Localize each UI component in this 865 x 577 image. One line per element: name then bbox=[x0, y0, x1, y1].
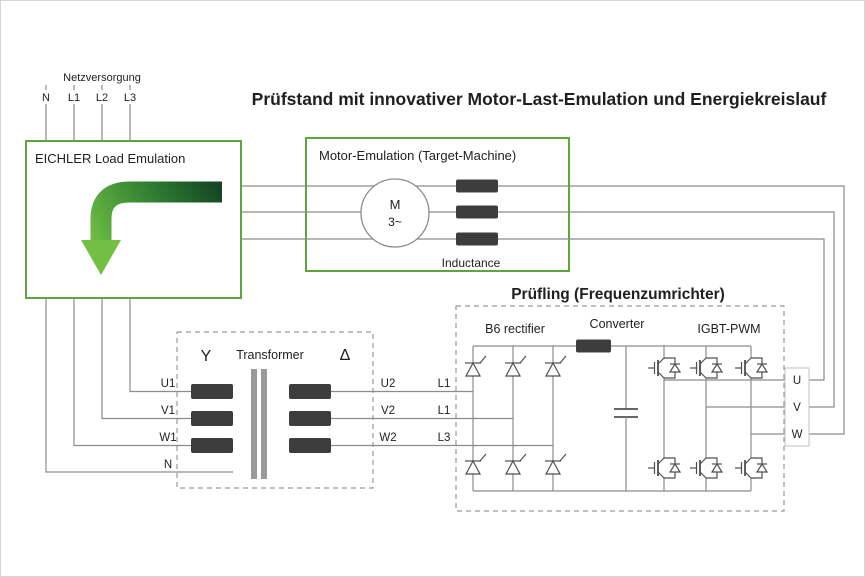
line-label-3: L3 bbox=[438, 432, 451, 444]
thyristor-icon bbox=[464, 453, 487, 475]
secondary-terminal-v2: V2 bbox=[381, 405, 395, 417]
secondary-wires bbox=[331, 390, 553, 447]
motor-emulation-box bbox=[305, 137, 570, 272]
frequency-converter-title: Prüfling (Frequenzumrichter) bbox=[511, 286, 725, 303]
rectifier-label: B6 rectifier bbox=[485, 322, 545, 336]
delta-symbol: Δ bbox=[340, 347, 351, 364]
motor-symbol-icon bbox=[360, 178, 430, 248]
motor-phases: 3~ bbox=[388, 215, 402, 229]
secondary-terminal-w2: W2 bbox=[379, 432, 396, 444]
inductor-icon bbox=[456, 179, 498, 193]
load-emulation-unit: EICHLER Load Emulation bbox=[25, 140, 242, 299]
primary-terminal-n: N bbox=[164, 459, 172, 471]
transformer-label: Transformer bbox=[236, 348, 304, 362]
inverter-igbts bbox=[647, 357, 768, 479]
mains-label: Netzversorgung bbox=[63, 72, 141, 84]
inductor-icon bbox=[456, 232, 498, 246]
load-emulation-label: EICHLER Load Emulation bbox=[35, 151, 185, 166]
output-terminal-block: U V W bbox=[784, 367, 810, 447]
winding-icon bbox=[191, 438, 233, 453]
terminal-label-l2: L2 bbox=[96, 92, 108, 104]
output-terminal-v: V bbox=[793, 402, 801, 414]
primary-windings bbox=[191, 384, 233, 453]
igbt-icon bbox=[647, 457, 681, 479]
primary-terminal-u1: U1 bbox=[161, 378, 176, 390]
terminal-label-l1: L1 bbox=[68, 92, 80, 104]
inverter-legs bbox=[663, 346, 752, 491]
igbt-icon bbox=[689, 457, 723, 479]
page-title: Prüfstand mit innovativer Motor-Last-Emu… bbox=[252, 89, 827, 109]
core-bar-icon bbox=[261, 369, 267, 479]
line-label-1: L1 bbox=[438, 378, 451, 390]
dc-link-capacitor bbox=[614, 346, 638, 491]
winding-icon bbox=[289, 384, 331, 399]
mains-supply: Netzversorgung N L1 L2 L3 bbox=[42, 72, 141, 141]
thyristor-icon bbox=[504, 355, 527, 377]
thyristor-icon bbox=[504, 453, 527, 475]
winding-icon bbox=[289, 438, 331, 453]
winding-icon bbox=[191, 411, 233, 426]
output-terminal-u: U bbox=[793, 375, 801, 387]
line-label-2: L1 bbox=[438, 405, 451, 417]
energy-loop-wires bbox=[498, 185, 845, 435]
core-bar-icon bbox=[251, 369, 257, 479]
frequency-converter-unit: Prüfling (Frequenzumrichter) B6 rectifie… bbox=[455, 286, 785, 512]
inductor-bank bbox=[456, 179, 498, 246]
transformer-section: Y Transformer Δ U1 V1 W1 N U2 V2 W2 L1 L… bbox=[159, 331, 553, 489]
igbt-icon bbox=[689, 357, 723, 379]
primary-terminal-w1: W1 bbox=[159, 432, 176, 444]
inverter-output-wires bbox=[664, 379, 785, 435]
secondary-terminal-u2: U2 bbox=[381, 378, 396, 390]
wye-symbol: Y bbox=[201, 348, 212, 365]
igbt-icon bbox=[734, 357, 768, 379]
thyristor-icon bbox=[544, 453, 567, 475]
feeder-wires bbox=[45, 298, 233, 473]
mains-drop-wires bbox=[45, 104, 131, 141]
thyristor-icon bbox=[464, 355, 487, 377]
load-emulation-box bbox=[25, 140, 242, 299]
terminal-label-l3: L3 bbox=[124, 92, 136, 104]
mains-terminal-stubs bbox=[45, 85, 131, 90]
winding-icon bbox=[191, 384, 233, 399]
rectifier-diodes bbox=[464, 355, 567, 475]
motor-emulation-unit: Motor-Emulation (Target-Machine) M 3~ In… bbox=[241, 137, 570, 272]
inductor-icon bbox=[456, 205, 498, 219]
converter-label: Converter bbox=[590, 317, 645, 331]
motor-letter: M bbox=[390, 197, 401, 212]
dc-bus bbox=[473, 345, 751, 492]
transformer-box bbox=[176, 331, 374, 489]
terminal-label-n: N bbox=[42, 92, 50, 104]
inductance-label: Inductance bbox=[442, 256, 501, 270]
output-terminal-w: W bbox=[792, 429, 803, 441]
winding-icon bbox=[289, 411, 331, 426]
secondary-windings bbox=[289, 384, 331, 453]
energy-recirculation-arrow bbox=[90, 181, 222, 242]
thyristor-icon bbox=[544, 355, 567, 377]
energy-recirculation-arrowhead-icon bbox=[81, 240, 121, 275]
igbt-icon bbox=[647, 357, 681, 379]
dc-choke-icon bbox=[576, 339, 611, 353]
output-terminal-box bbox=[784, 367, 810, 447]
motor-emulation-label: Motor-Emulation (Target-Machine) bbox=[319, 148, 516, 163]
frequency-converter-box bbox=[455, 305, 785, 512]
igbt-label: IGBT-PWM bbox=[697, 322, 760, 336]
primary-terminal-v1: V1 bbox=[161, 405, 175, 417]
igbt-icon bbox=[734, 457, 768, 479]
